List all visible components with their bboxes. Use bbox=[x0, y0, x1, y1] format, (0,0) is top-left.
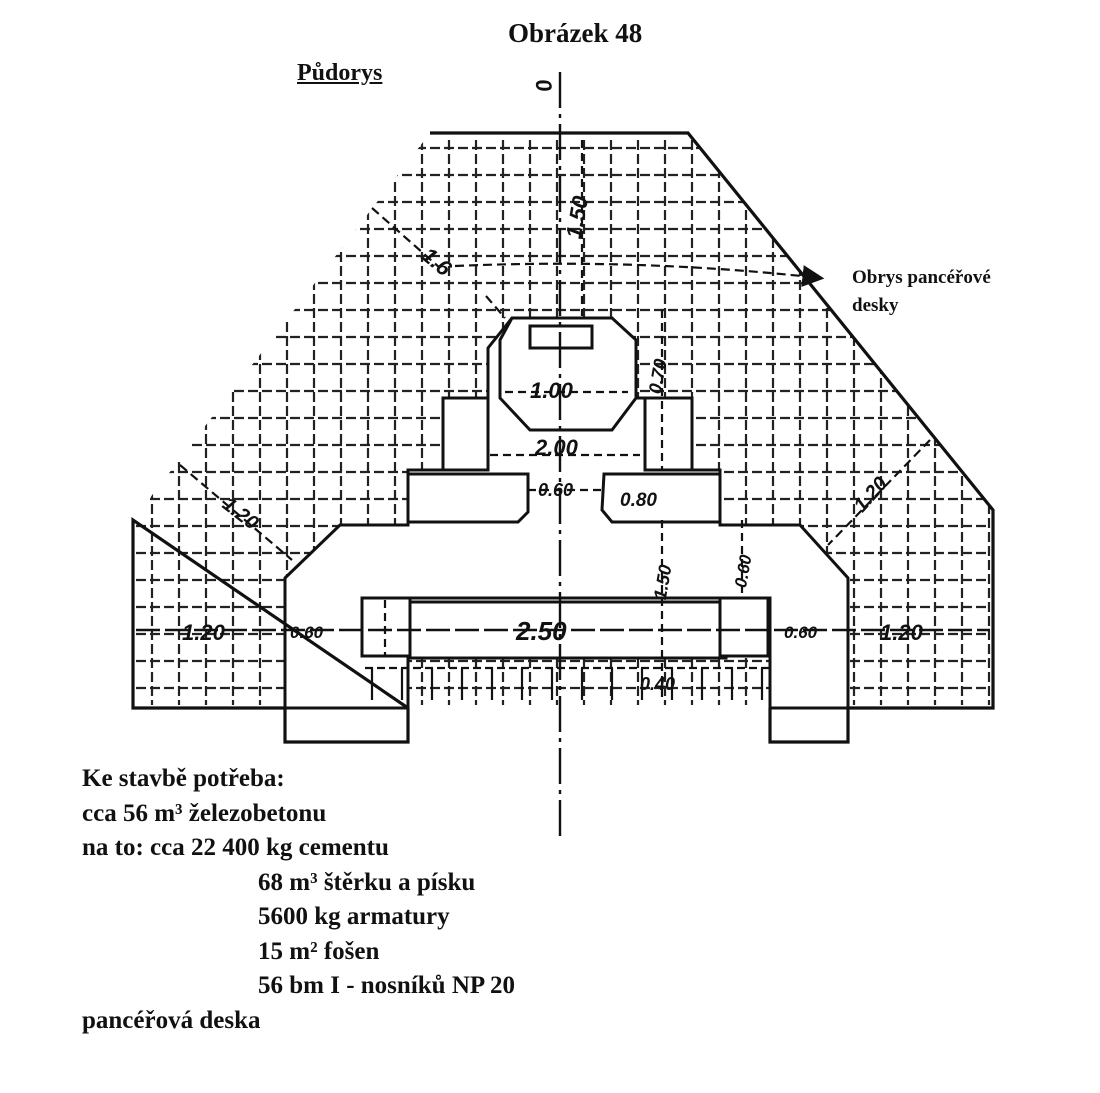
materials-heading: Ke stavbě potřeba: bbox=[82, 765, 285, 792]
dim-axis-top: 0 bbox=[530, 77, 557, 94]
callout-line-1: Obrys pancéřové bbox=[852, 267, 991, 288]
dim-120-right: 1.20 bbox=[880, 620, 924, 645]
outer-outline bbox=[131, 131, 995, 744]
vertical-dimensions bbox=[383, 140, 744, 700]
callout-arrow bbox=[454, 262, 825, 287]
dim-060-left: 0.60 bbox=[290, 623, 324, 642]
dimension-labels: 0 1.50 1.6 1.00 2.00 0.70 0.60 0.80 1.20… bbox=[182, 77, 924, 694]
materials-list: Ke stavbě potřeba: cca 56 m³ železobeton… bbox=[82, 762, 515, 1038]
lower-band-ticks bbox=[365, 666, 770, 700]
materials-line: 5600 kg armatury bbox=[258, 903, 450, 930]
dim-060-right: 0.60 bbox=[784, 623, 818, 642]
materials-line: 15 m² fošen bbox=[258, 937, 380, 965]
dim-200: 2.00 bbox=[534, 435, 579, 460]
materials-line: cca 56 m³ železobetonu bbox=[82, 799, 327, 827]
materials-line: pancéřová deska bbox=[82, 1006, 261, 1034]
right-pillar bbox=[718, 596, 770, 658]
dim-120-left: 1.20 bbox=[182, 620, 226, 645]
materials-line: na to: cca 22 400 kg cementu bbox=[82, 834, 389, 861]
plan-heading: Půdorys bbox=[297, 60, 383, 86]
dim-100: 1.00 bbox=[530, 378, 574, 403]
dim-right-diag-low: 1.20 bbox=[850, 473, 892, 517]
left-chamber bbox=[441, 396, 490, 472]
armor-plate-callout: Obrys pancéřové desky bbox=[852, 264, 1072, 320]
materials-line: 56 bm I - nosníků NP 20 bbox=[258, 972, 516, 999]
figure-title: Obrázek 48 bbox=[508, 18, 643, 48]
left-niche bbox=[406, 472, 530, 524]
dim-150: 1.50 bbox=[561, 193, 593, 240]
dim-250: 2.50 bbox=[515, 616, 567, 646]
materials-line: 68 m³ štěrku a písku bbox=[258, 868, 476, 896]
callout-line-2: desky bbox=[852, 295, 899, 316]
right-chamber bbox=[643, 396, 694, 472]
horizontal-inner-dimensions bbox=[490, 390, 640, 492]
dim-040: 0.40 bbox=[640, 674, 675, 694]
diagonal-dimensions bbox=[179, 207, 931, 561]
dim-060-center: 0.60 bbox=[538, 480, 573, 500]
right-niche bbox=[600, 472, 722, 524]
dim-080: 0.80 bbox=[620, 490, 657, 511]
